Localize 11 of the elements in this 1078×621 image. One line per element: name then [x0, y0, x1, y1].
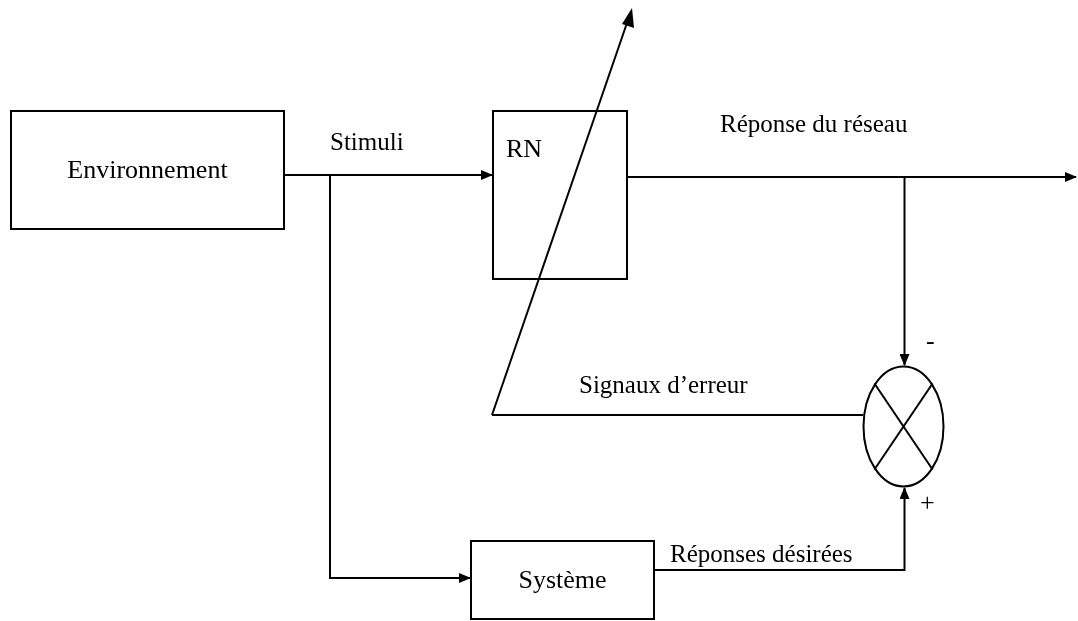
sign-label: - — [926, 328, 935, 354]
arrow — [627, 176, 910, 366]
arrow — [284, 174, 471, 583]
process-box — [492, 110, 628, 280]
arrow — [654, 487, 910, 571]
box-label: Environnement — [67, 155, 228, 185]
process-box — [470, 540, 655, 620]
box-label: RN — [506, 134, 543, 164]
box-label: Système — [518, 565, 607, 595]
sign-label: + — [920, 490, 935, 516]
process-box — [10, 110, 285, 230]
